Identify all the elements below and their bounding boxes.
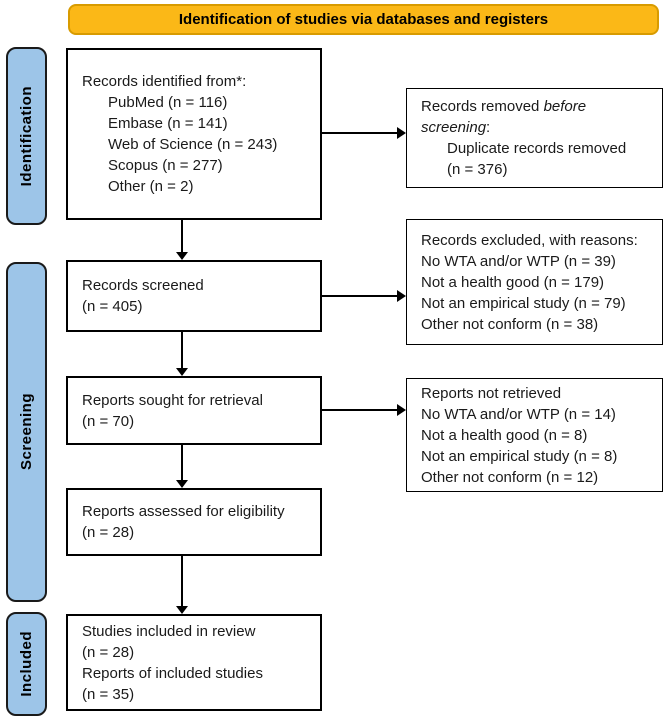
line-item: Studies included in review [82, 622, 256, 640]
line-item: Records removed before [421, 98, 587, 115]
arrow-identified-to-screened [176, 220, 188, 260]
line-item: Other (n = 2) [108, 178, 194, 195]
line-item: Reports not retrieved [421, 384, 562, 402]
arrow-right-icon [397, 290, 406, 302]
line-item: Reports sought for retrieval [82, 391, 263, 409]
line-item: PubMed (n = 116) [108, 94, 228, 111]
box-reports-assessed: Reports assessed for eligibility (n = 28… [66, 488, 322, 556]
box-reports-not-retrieved: Reports not retrieved No WTA and/or WTP … [406, 378, 663, 492]
line-item: Duplicate records removed [447, 140, 627, 157]
arrow-line [322, 295, 398, 297]
box-records-excluded: Records excluded, with reasons: No WTA a… [406, 219, 663, 345]
line-item: Records screened [82, 277, 204, 294]
arrow-down-icon [176, 606, 188, 614]
line-item: No WTA and/or WTP (n = 39) [421, 252, 616, 270]
arrow-down-icon [176, 252, 188, 260]
arrow-line [322, 132, 398, 134]
line-item: (n = 28) [82, 524, 135, 541]
arrow-identified-to-removed [322, 127, 406, 139]
box-records-removed-before-screening: Records removed before screening: Duplic… [406, 88, 663, 188]
arrow-right-icon [397, 127, 406, 139]
arrow-sought-to-not-retrieved [322, 404, 406, 416]
line-item: Other not conform (n = 38) [421, 315, 599, 333]
line-item: Not an empirical study (n = 79) [421, 294, 626, 312]
arrow-line [181, 220, 183, 253]
line-item: Scopus (n = 277) [108, 157, 223, 174]
line-item: Reports assessed for eligibility [82, 503, 285, 520]
box-records-identified: Records identified from*: PubMed (n = 11… [66, 48, 322, 220]
line-item: Not a health good (n = 8) [421, 426, 588, 444]
line-item: Web of Science (n = 243) [108, 136, 278, 153]
arrow-sought-to-assessed [176, 445, 188, 488]
stage-bar-screening: Screening [6, 262, 47, 602]
line-item: Other not conform (n = 12) [421, 468, 599, 486]
arrow-line [181, 556, 183, 607]
line-item: No WTA and/or WTP (n = 14) [421, 405, 616, 423]
line-item: (n = 35) [82, 685, 135, 703]
arrow-line [322, 409, 398, 411]
line-item: (n = 376) [447, 161, 508, 178]
stage-label-identification: Identification [18, 85, 35, 187]
box-studies-included: Studies included in review (n = 28) Repo… [66, 614, 322, 711]
line-item: Records excluded, with reasons: [421, 231, 638, 249]
arrow-down-icon [176, 368, 188, 376]
line-item: screening: [421, 119, 491, 136]
arrow-down-icon [176, 480, 188, 488]
stage-bar-included: Included [6, 612, 47, 716]
line-item: Embase (n = 141) [108, 115, 228, 132]
box-reports-sought: Reports sought for retrieval (n = 70) [66, 376, 322, 445]
line-item: (n = 405) [82, 298, 143, 315]
stage-bar-identification: Identification [6, 47, 47, 225]
arrow-screened-to-sought [176, 332, 188, 376]
arrow-right-icon [397, 404, 406, 416]
stage-label-included: Included [18, 631, 35, 697]
banner-label: Identification of studies via databases … [178, 11, 549, 28]
stage-label-screening: Screening [18, 393, 35, 471]
arrow-assessed-to-included [176, 556, 188, 614]
box-title: Records identified from*: [82, 73, 247, 90]
arrow-line [181, 445, 183, 481]
line-item: Not an empirical study (n = 8) [421, 447, 618, 465]
line-item: Not a health good (n = 179) [421, 273, 605, 291]
line-item: Reports of included studies [82, 664, 263, 682]
line-item: (n = 28) [82, 643, 135, 661]
arrow-screened-to-excluded [322, 290, 406, 302]
arrow-line [181, 332, 183, 369]
line-item: (n = 70) [82, 412, 135, 430]
banner-databases-registers: Identification of studies via databases … [68, 4, 659, 35]
box-records-screened: Records screened (n = 405) [66, 260, 322, 332]
